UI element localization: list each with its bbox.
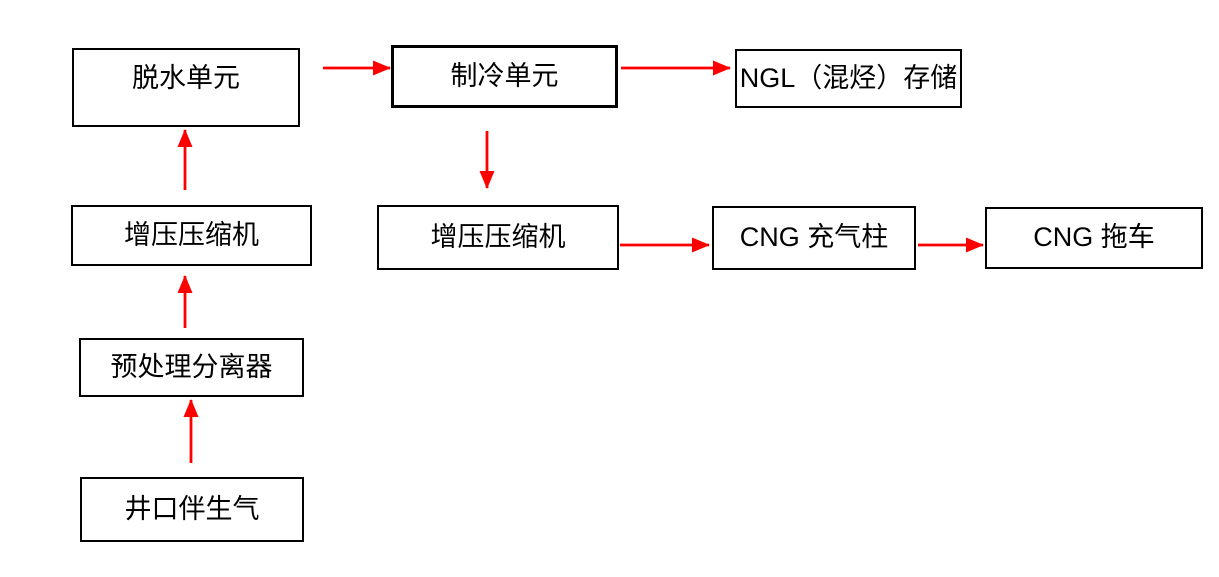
node-booster-compressor-1-label: 增压压缩机 bbox=[124, 219, 259, 250]
node-pretreatment-separator: 预处理分离器 bbox=[79, 338, 304, 397]
node-booster-compressor-2-label: 增压压缩机 bbox=[430, 221, 566, 252]
node-refrigeration-unit-label: 制冷单元 bbox=[450, 60, 559, 91]
node-dehydration-unit: 脱水单元 bbox=[72, 48, 300, 127]
node-ngl-storage-label: NGL（混烃）存储 bbox=[739, 62, 958, 93]
node-dehydration-unit-label: 脱水单元 bbox=[132, 62, 240, 93]
node-wellhead-gas-label: 井口伴生气 bbox=[124, 493, 260, 524]
node-booster-compressor-1: 增压压缩机 bbox=[71, 205, 312, 266]
node-cng-filling-column: CNG 充气柱 bbox=[712, 206, 916, 270]
node-pretreatment-separator-label: 预处理分离器 bbox=[110, 351, 273, 382]
node-cng-trailer-label: CNG 拖车 bbox=[1033, 222, 1155, 253]
node-cng-trailer: CNG 拖车 bbox=[985, 207, 1203, 269]
node-booster-compressor-2: 增压压缩机 bbox=[377, 205, 619, 270]
node-ngl-storage: NGL（混烃）存储 bbox=[735, 49, 962, 108]
node-cng-filling-column-label: CNG 充气柱 bbox=[739, 222, 889, 253]
node-refrigeration-unit: 制冷单元 bbox=[391, 45, 618, 108]
node-wellhead-gas: 井口伴生气 bbox=[80, 477, 304, 542]
